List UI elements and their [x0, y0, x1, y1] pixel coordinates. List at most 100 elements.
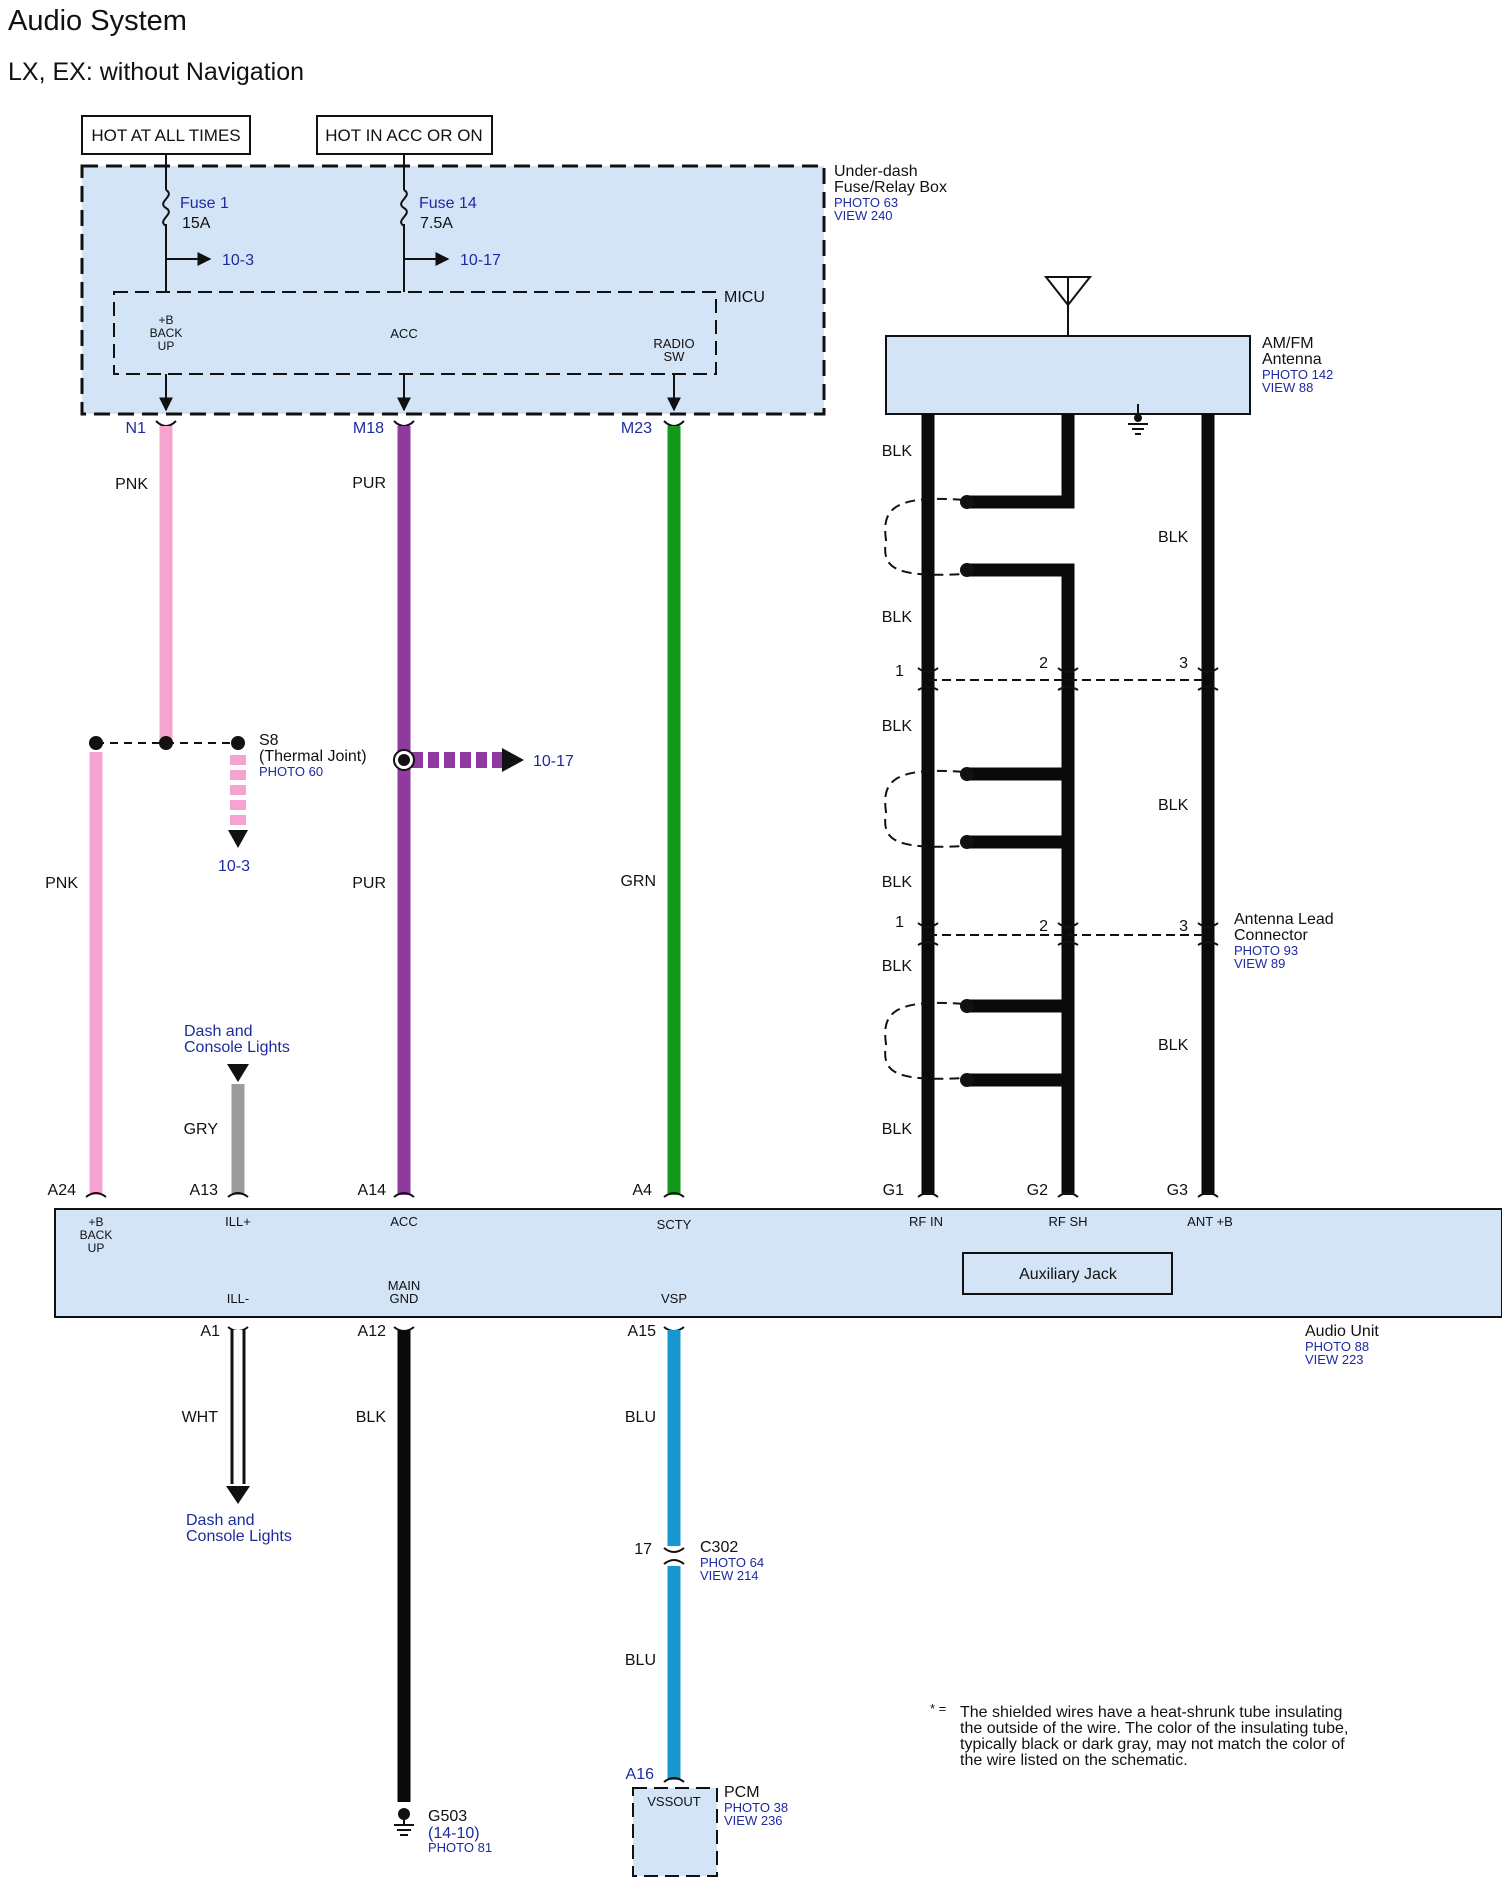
splice-s8-left [89, 736, 103, 750]
audio-pin-name-acc: ACC [390, 1214, 417, 1229]
wire-blk-a12-label: BLK [356, 1409, 387, 1426]
audio-pin-name-main-gnd: MAIN [388, 1278, 421, 1293]
audio-pin-a12: A12 [358, 1323, 387, 1340]
pcm-box [632, 1787, 718, 1877]
antenna-lead-photo: PHOTO 93 [1234, 943, 1298, 958]
audio-pin-a4: A4 [632, 1182, 652, 1199]
audio-pin-name-rf-sh: RF SH [1049, 1214, 1088, 1229]
connector-c302-view: VIEW 214 [700, 1568, 759, 1583]
wire-pur-label-2: PUR [352, 875, 386, 892]
audio-pin-name-main-gnd-2: GND [390, 1291, 419, 1306]
audio-pin-name-rf-in: RF IN [909, 1214, 943, 1229]
auxiliary-jack-box [962, 1252, 1173, 1295]
splice-s8-right [231, 736, 245, 750]
antenna-icon [1043, 276, 1093, 336]
connector-m18: M18 [353, 420, 384, 437]
antenna-name-line1: AM/FM [1262, 335, 1314, 352]
fuse-1-name: Fuse 1 [180, 195, 229, 212]
audio-pin-name-ant-b: ANT +B [1187, 1214, 1233, 1229]
antenna-lead-pin1: 1 [895, 914, 904, 931]
wire-blu-label-1: BLU [625, 1409, 656, 1426]
fuse-relay-box [80, 164, 826, 416]
connector-c302-symbol [663, 1547, 685, 1565]
fuse-1-rating: 15A [182, 215, 211, 232]
pcm-name: PCM [724, 1784, 760, 1801]
micu-box [113, 291, 717, 375]
connector-m23: M23 [621, 420, 652, 437]
note-line1: The shielded wires have a heat-shrunk tu… [960, 1704, 1342, 1721]
wire-pur-label-1: PUR [352, 475, 386, 492]
splice-s8-name: S8 [259, 732, 279, 749]
wire-blk-label-8: BLK [1158, 797, 1189, 814]
note-line4: the wire listed on the schematic. [960, 1752, 1188, 1769]
audio-pin-a15: A15 [628, 1323, 657, 1340]
micu-pin-backup-2: BACK [150, 326, 183, 340]
dash-lights-top-line1[interactable]: Dash and [184, 1023, 253, 1040]
pcm-pin-name: VSSOUT [647, 1794, 701, 1809]
fuse-14-rating: 7.5A [420, 215, 453, 232]
audio-pin-a13: A13 [190, 1182, 219, 1199]
audio-unit-photo: PHOTO 88 [1305, 1339, 1369, 1354]
antenna-lead-view: VIEW 89 [1234, 956, 1285, 971]
dash-lights-top-line2[interactable]: Console Lights [184, 1039, 290, 1056]
note-marker: * = [930, 1701, 946, 1716]
ground-g503-photo: PHOTO 81 [428, 1840, 492, 1855]
upper-connector-pin2: 2 [1039, 655, 1048, 672]
fuse-box-name-line2: Fuse/Relay Box [834, 179, 947, 196]
wire-blk-label-9: BLK [1158, 1037, 1189, 1054]
antenna-view: VIEW 88 [1262, 380, 1313, 395]
splice-ref-right[interactable]: 10-17 [533, 753, 574, 770]
ground-g503-ref[interactable]: (14-10) [428, 1825, 480, 1842]
wire-pnk-label-1: PNK [115, 476, 148, 493]
audio-pin-name-scty: SCTY [657, 1217, 692, 1232]
fuse-1-ref-link[interactable]: 10-3 [222, 252, 254, 269]
audio-pin-g3: G3 [1167, 1182, 1188, 1199]
micu-pin-radio-2: SW [664, 349, 686, 364]
connector-c302-name: C302 [700, 1539, 738, 1556]
wire-blk-label-5: BLK [882, 958, 913, 975]
audio-pin-a24: A24 [48, 1182, 77, 1199]
dash-lights-bottom-line2[interactable]: Console Lights [186, 1528, 292, 1545]
fuse-14-ref-link[interactable]: 10-17 [460, 252, 501, 269]
micu-pin-radio: RADIO [653, 336, 694, 351]
splice-ref-down[interactable]: 10-3 [218, 858, 250, 875]
wire-wht-a1 [226, 1330, 250, 1504]
antenna-ground-icon [1128, 404, 1148, 435]
wire-blu-label-2: BLU [625, 1652, 656, 1669]
audio-pin-g1: G1 [883, 1182, 904, 1199]
audio-pin-name-ill-plus: ILL+ [225, 1214, 251, 1229]
fuse-box-name-line1: Under-dash [834, 163, 918, 180]
page-title: Audio System [8, 5, 187, 37]
note-line2: the outside of the wire. The color of th… [960, 1720, 1348, 1737]
ground-g503-icon [394, 1808, 414, 1836]
wire-blk-label-3: BLK [882, 718, 913, 735]
audio-pin-a1: A1 [200, 1323, 220, 1340]
wire-gry-label: GRY [184, 1121, 219, 1138]
wire-blk-label-7: BLK [1158, 529, 1189, 546]
antenna-lead-pin3: 3 [1179, 918, 1188, 935]
wire-grn-label: GRN [620, 873, 656, 890]
splice-s8-photo: PHOTO 60 [259, 764, 323, 779]
wire-pnk-label-2: PNK [45, 875, 78, 892]
ground-g503-name: G503 [428, 1808, 467, 1825]
hot-at-all-times-box: HOT AT ALL TIMES [81, 115, 251, 155]
upper-connector-pin1: 1 [895, 663, 904, 680]
pcm-view: VIEW 236 [724, 1813, 783, 1828]
fuse-box-view: VIEW 240 [834, 208, 893, 223]
audio-pin-name-backup-3: UP [88, 1241, 105, 1255]
audio-unit-box [54, 1208, 1502, 1318]
splice-s8-center [159, 736, 173, 750]
splice-s8-desc: (Thermal Joint) [259, 748, 367, 765]
antenna-box [885, 335, 1251, 415]
page-subtitle: LX, EX: without Navigation [8, 58, 304, 86]
fuse-14-name: Fuse 14 [419, 195, 477, 212]
audio-unit-view: VIEW 223 [1305, 1352, 1364, 1367]
note-line3: typically black or dark gray, may not ma… [960, 1736, 1345, 1753]
fuse-box-photo: PHOTO 63 [834, 195, 898, 210]
micu-pin-acc: ACC [390, 326, 417, 341]
dash-lights-bottom-line1[interactable]: Dash and [186, 1512, 255, 1529]
audio-unit-name: Audio Unit [1305, 1323, 1379, 1340]
hot-in-acc-or-on-label: HOT IN ACC OR ON [325, 126, 482, 145]
hot-at-all-times-label: HOT AT ALL TIMES [91, 126, 240, 145]
